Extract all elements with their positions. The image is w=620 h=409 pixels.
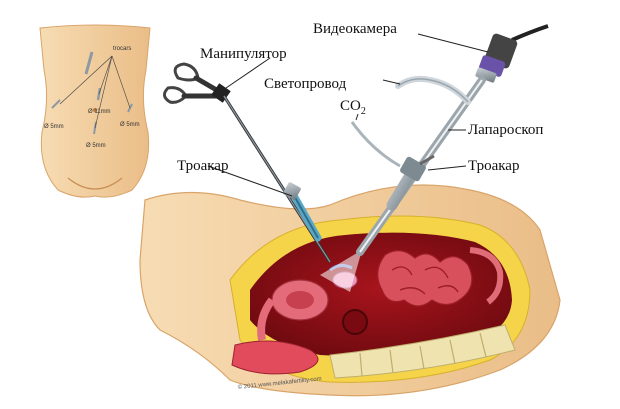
light-cone (320, 250, 362, 292)
body-cross-section (139, 184, 561, 397)
label-manipulator: Манипулятор (200, 46, 287, 62)
label-trocar-right: Троакар (468, 158, 519, 174)
rectum (342, 309, 368, 335)
navel (93, 108, 97, 112)
right-trocar (386, 154, 435, 211)
bladder (231, 340, 319, 375)
spine (329, 324, 516, 379)
inset-trocar-markers (51, 51, 133, 135)
left-trocar (283, 182, 322, 242)
inset-d5-left: Ø 5mm (44, 124, 64, 130)
inset-trocars-label: trocars (113, 46, 131, 52)
inset-d5-bottom: Ø 5mm (86, 143, 106, 149)
intestines (377, 247, 504, 307)
label-laparoscope: Лапароскоп (468, 122, 543, 138)
inset-d11: Ø 11mm (88, 109, 111, 115)
label-videocamera: Видеокамера (313, 21, 397, 37)
videocamera (475, 24, 549, 83)
label-co2-sub: 2 (361, 106, 366, 117)
inset-d5-right: Ø 5mm (120, 122, 140, 128)
leader-lines (207, 33, 489, 197)
uterus (257, 279, 329, 341)
label-co2-main: CO (340, 98, 361, 114)
torso-inset: trocars Ø 5mm Ø 11mm Ø 5mm Ø 5mm (39, 24, 151, 198)
label-lightguide: Светопровод (264, 76, 347, 92)
label-co2: CO2 (340, 98, 366, 117)
label-trocar-left: Троакар (177, 158, 228, 174)
